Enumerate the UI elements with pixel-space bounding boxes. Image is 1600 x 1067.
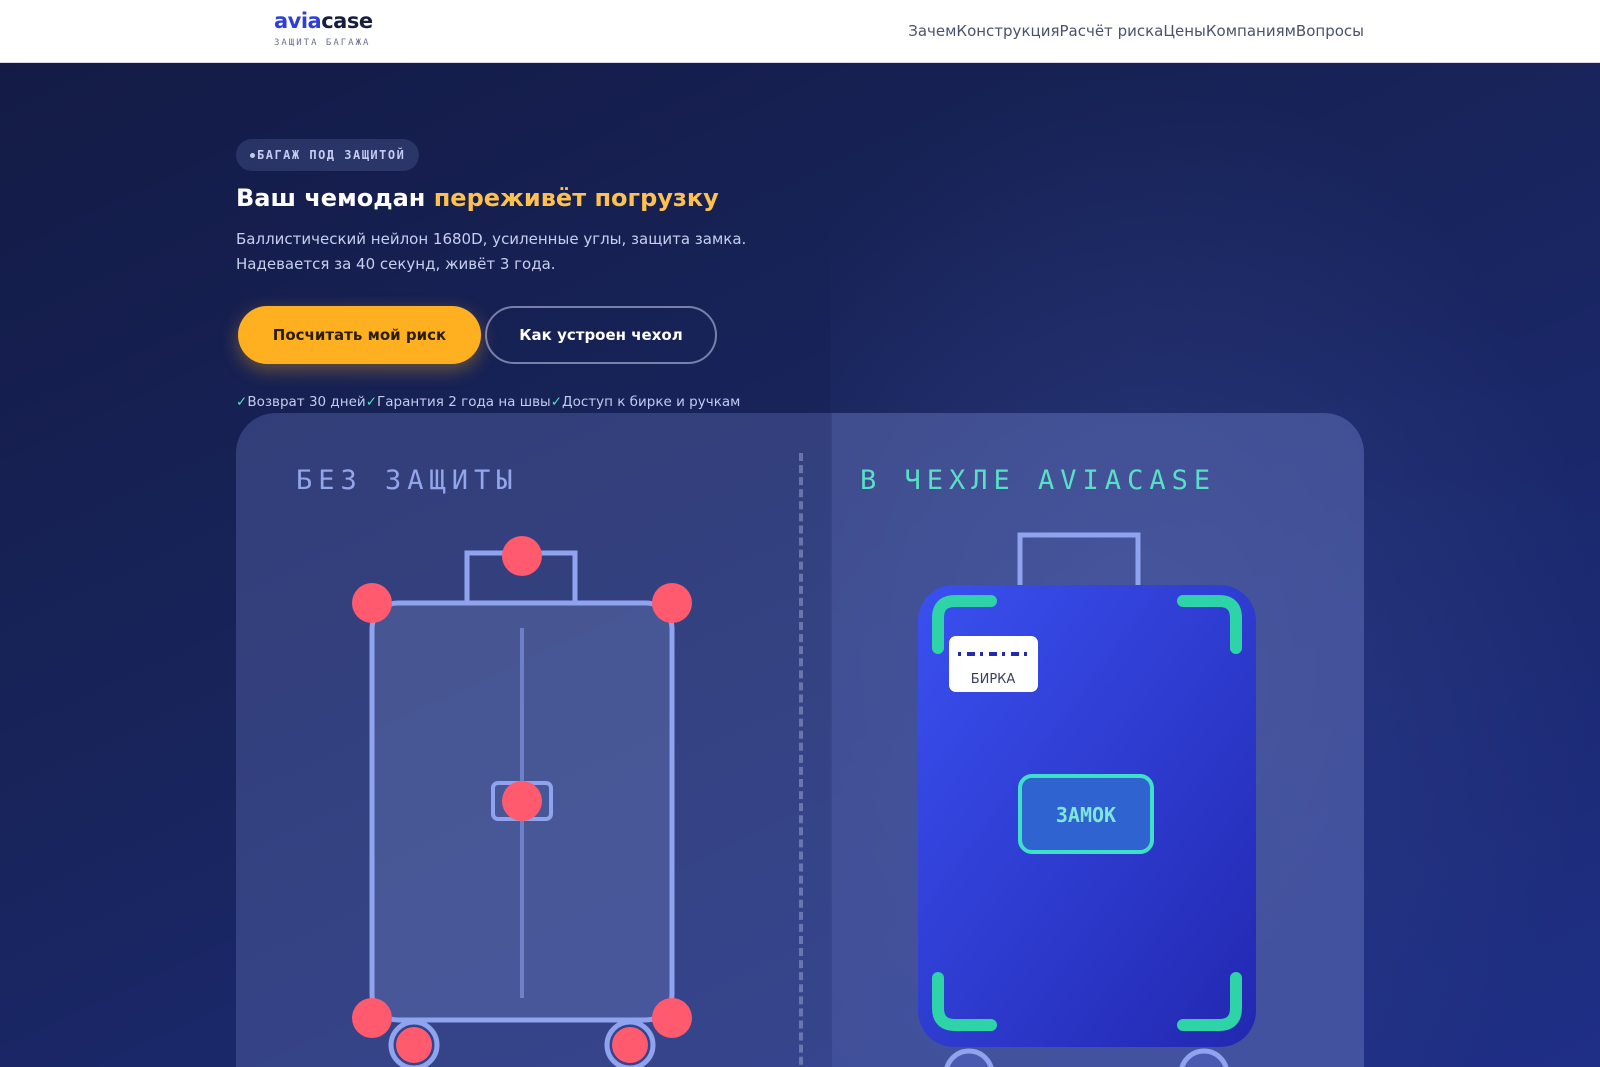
- hero-section: БАГАЖ ПОД ЗАЩИТОЙ Ваш чемодан переживёт …: [0, 63, 1600, 1067]
- unprotected-label: БЕЗ ЗАЩИТЫ: [296, 465, 519, 496]
- nav-link-risk[interactable]: Расчёт риска: [1059, 22, 1164, 40]
- comparison-card: БЕЗ ЗАЩИТЫ В ЧЕХЛЕ AVIACASE: [236, 413, 1364, 1067]
- hero-subtitle: Баллистический нейлон 1680D, усиленные у…: [236, 230, 747, 273]
- damage-point: [502, 536, 542, 576]
- suitcase-wheel-left: [388, 1019, 440, 1067]
- protected-wheel-left: [944, 1048, 994, 1067]
- damage-point: [396, 1027, 432, 1063]
- corner-guards: [932, 595, 1242, 1031]
- lock-window: ЗАМОК: [1018, 774, 1154, 854]
- perk-label: Возврат 30 дней: [247, 394, 366, 410]
- main-nav: Зачем Конструкция Расчёт риска Цены Комп…: [908, 21, 1364, 41]
- lock-label: ЗАМОК: [1056, 803, 1116, 827]
- site-header: aviacase ЗАЩИТА БАГАЖА Зачем Конструкция…: [0, 0, 1600, 63]
- protected-label: В ЧЕХЛЕ AVIACASE: [860, 465, 1217, 496]
- hero-title: Ваш чемодан переживёт погрузку: [236, 183, 719, 213]
- protected-suitcase-icon: БИРКА ЗАМОК: [918, 532, 1256, 1067]
- corner-guard: [1177, 595, 1242, 654]
- perk-label: Гарантия 2 года на швы: [377, 394, 551, 410]
- logo-tagline: ЗАЩИТА БАГАЖА: [274, 38, 371, 48]
- protected-wheel-right: [1179, 1048, 1229, 1067]
- check-icon: ✓: [365, 394, 377, 410]
- nav-link-prices[interactable]: Цены: [1163, 22, 1206, 40]
- badge-text: БАГАЖ ПОД ЗАЩИТОЙ: [257, 148, 406, 162]
- damage-point: [652, 583, 692, 623]
- tag-window: БИРКА: [949, 636, 1038, 692]
- damage-point: [352, 998, 392, 1038]
- suitcase-wheel-right: [604, 1019, 656, 1067]
- damage-point: [652, 998, 692, 1038]
- logo[interactable]: aviacase ЗАЩИТА БАГАЖА: [274, 9, 373, 48]
- corner-guard: [932, 595, 997, 654]
- logo-part-case: case: [321, 9, 373, 33]
- nav-link-construction[interactable]: Конструкция: [956, 22, 1060, 40]
- corner-guard: [1177, 972, 1242, 1031]
- corner-guard: [932, 972, 997, 1031]
- how-it-works-button[interactable]: Как устроен чехол: [485, 306, 717, 364]
- check-icon: ✓: [550, 394, 563, 410]
- hero-title-main: Ваш чемодан: [236, 184, 434, 212]
- badge-dot-icon: [250, 152, 255, 158]
- damage-point: [612, 1027, 648, 1063]
- hero-title-accent: переживёт погрузку: [433, 184, 719, 212]
- check-icon: ✓: [236, 394, 248, 410]
- unprotected-suitcase-icon: [352, 536, 692, 1067]
- comparison-divider: [799, 453, 803, 1067]
- comparison-illustration: БИРКА ЗАМОК: [352, 532, 1256, 1067]
- damage-point: [352, 583, 392, 623]
- perk-item: ✓Доступ к бирке и ручкам: [551, 393, 741, 411]
- damage-point: [502, 781, 542, 821]
- nav-link-faq[interactable]: Вопросы: [1295, 22, 1364, 40]
- logo-wordmark: aviacase: [274, 9, 373, 33]
- logo-part-avia: avia: [274, 9, 322, 33]
- damage-points: [352, 536, 692, 1063]
- perk-label: Доступ к бирке и ручкам: [562, 394, 741, 410]
- nav-link-companies[interactable]: Компаниям: [1205, 22, 1296, 40]
- calculate-risk-button[interactable]: Посчитать мой риск: [238, 306, 481, 364]
- perk-item: ✓Возврат 30 дней: [236, 393, 366, 411]
- nav-link-why[interactable]: Зачем: [908, 22, 957, 40]
- hero-badge: БАГАЖ ПОД ЗАЩИТОЙ: [236, 139, 420, 171]
- perks-list: ✓Возврат 30 дней ✓Гарантия 2 года на швы…: [236, 393, 740, 411]
- perk-item: ✓Гарантия 2 года на швы: [366, 393, 551, 411]
- tag-label: БИРКА: [971, 672, 1016, 687]
